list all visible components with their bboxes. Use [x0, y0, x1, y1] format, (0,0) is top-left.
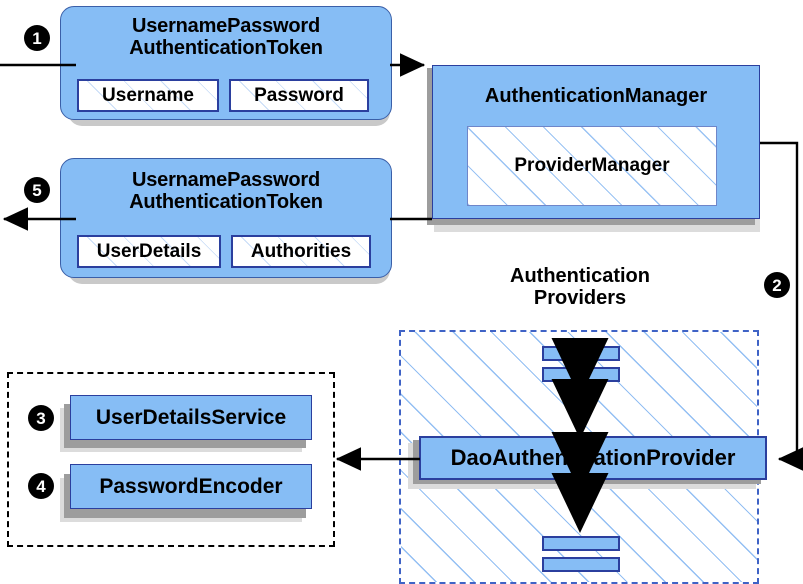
provider-stub-bar-2[interactable]: [542, 367, 620, 382]
userdetails-field[interactable]: UserDetails: [77, 235, 221, 268]
authorities-field[interactable]: Authorities: [231, 235, 371, 268]
provider-stub-bar-4[interactable]: [542, 557, 620, 572]
passwordencoder-label: PasswordEncoder: [99, 474, 283, 498]
request-token-card[interactable]: UsernamePassword AuthenticationToken Use…: [60, 6, 392, 120]
provider-manager-panel[interactable]: ProviderManager: [467, 126, 717, 206]
userdetails-field-label: UserDetails: [96, 240, 202, 262]
request-token-title-line2: AuthenticationToken: [129, 37, 323, 60]
response-token-title-line2: AuthenticationToken: [129, 191, 323, 214]
request-token-title-line1: UsernamePassword: [131, 15, 320, 37]
provider-manager-label: ProviderManager: [514, 155, 670, 176]
step-badge-1: 1: [24, 25, 50, 51]
dao-authentication-provider-label: DaoAuthenticationProvider: [450, 445, 736, 470]
userdetailsservice-label: UserDetailsService: [95, 405, 287, 429]
auth-manager-card[interactable]: AuthenticationManager ProviderManager: [432, 65, 760, 219]
username-field[interactable]: Username: [77, 79, 219, 112]
auth-manager-title: AuthenticationManager: [484, 85, 708, 107]
providers-label-line2: Providers: [533, 287, 627, 310]
provider-stub-bar-1[interactable]: [542, 346, 620, 361]
dao-authentication-provider-card[interactable]: DaoAuthenticationProvider: [419, 436, 767, 480]
password-field[interactable]: Password: [229, 79, 369, 112]
providers-label-line1: Authentication: [510, 265, 650, 287]
provider-stub-bar-3[interactable]: [542, 536, 620, 551]
step-badge-3: 3: [28, 405, 54, 431]
password-field-label: Password: [254, 84, 344, 106]
step-badge-4: 4: [28, 473, 54, 499]
response-token-card[interactable]: UsernamePassword AuthenticationToken Use…: [60, 158, 392, 278]
step-badge-5: 5: [24, 177, 50, 203]
authorities-field-label: Authorities: [250, 240, 352, 262]
userdetailsservice-card[interactable]: UserDetailsService: [70, 395, 312, 440]
username-field-label: Username: [102, 84, 194, 106]
response-token-title-line1: UsernamePassword: [131, 169, 320, 191]
passwordencoder-card[interactable]: PasswordEncoder: [70, 464, 312, 509]
step-badge-2: 2: [764, 272, 790, 298]
